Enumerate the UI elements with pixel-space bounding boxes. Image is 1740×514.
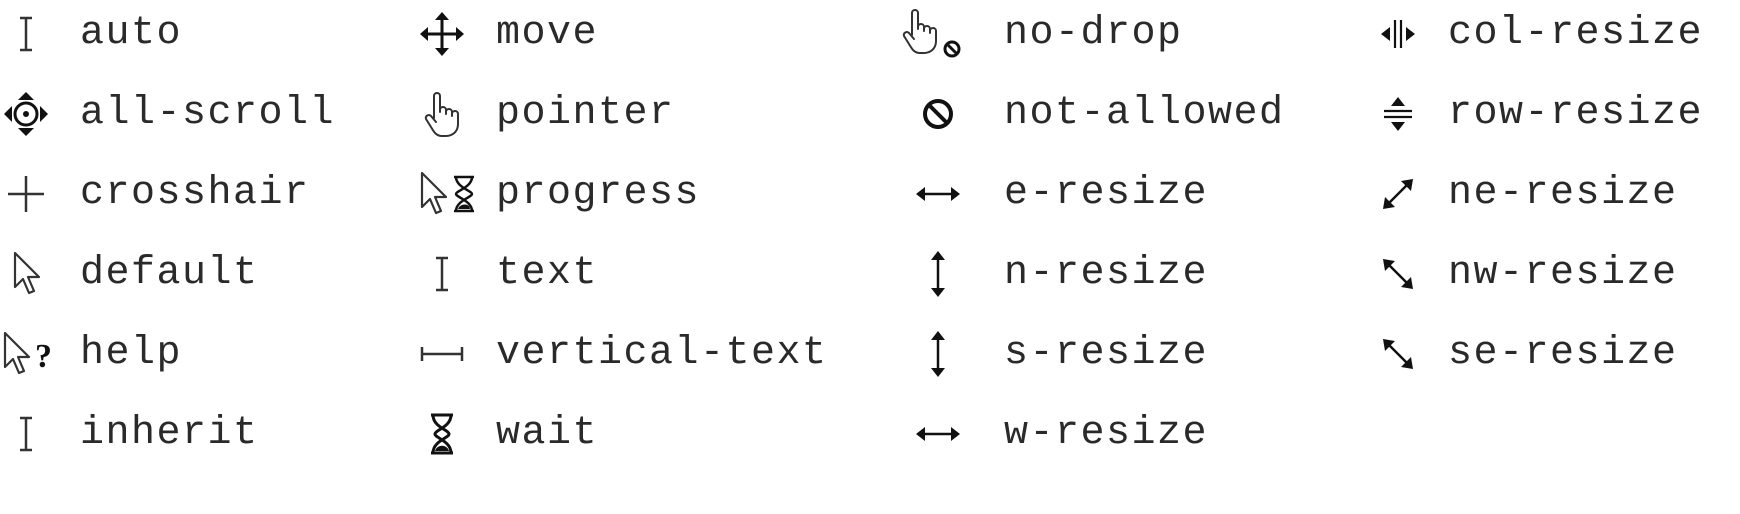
cursor-label: n-resize bbox=[1004, 251, 1209, 296]
hand-no-drop-icon bbox=[898, 4, 964, 64]
vertical-text-icon bbox=[416, 324, 468, 384]
cursor-label: crosshair bbox=[80, 171, 310, 216]
cursor-label: no-drop bbox=[1004, 11, 1183, 56]
cursor-label: not-allowed bbox=[1004, 91, 1285, 136]
crosshair-icon bbox=[0, 164, 52, 224]
help-arrow-icon: ? bbox=[0, 324, 60, 384]
row-resize-icon bbox=[1372, 84, 1424, 144]
hand-pointer-icon bbox=[416, 84, 468, 144]
col-resize-icon bbox=[1372, 4, 1424, 64]
horizontal-resize-icon bbox=[912, 404, 964, 464]
arrow-hourglass-icon bbox=[416, 164, 480, 224]
cursor-label: col-resize bbox=[1448, 11, 1704, 56]
cursor-label: nw-resize bbox=[1448, 251, 1678, 296]
vertical-resize-icon bbox=[912, 324, 964, 384]
horizontal-resize-icon bbox=[912, 164, 964, 224]
cursor-label: vertical-text bbox=[496, 331, 828, 376]
cursor-label: e-resize bbox=[1004, 171, 1209, 216]
diagonal-nw-resize-icon bbox=[1372, 324, 1424, 384]
move-icon bbox=[416, 4, 468, 64]
diagonal-nw-resize-icon bbox=[1372, 244, 1424, 304]
cursor-label: move bbox=[496, 11, 599, 56]
cursor-label: row-resize bbox=[1448, 91, 1704, 136]
svg-text:?: ? bbox=[35, 338, 52, 375]
cursor-label: help bbox=[80, 331, 183, 376]
cursor-label: se-resize bbox=[1448, 331, 1678, 376]
vertical-resize-icon bbox=[912, 244, 964, 304]
cursor-label: inherit bbox=[80, 411, 259, 456]
cursor-label: wait bbox=[496, 411, 599, 456]
cursor-label: ne-resize bbox=[1448, 171, 1678, 216]
diagonal-ne-resize-icon bbox=[1372, 164, 1424, 224]
text-ibeam-icon bbox=[416, 244, 468, 304]
text-ibeam-icon bbox=[0, 4, 52, 64]
not-allowed-icon bbox=[912, 84, 964, 144]
hourglass-icon bbox=[416, 404, 468, 464]
cursor-label: s-resize bbox=[1004, 331, 1209, 376]
text-ibeam-icon bbox=[0, 404, 52, 464]
cursor-label: text bbox=[496, 251, 599, 296]
all-scroll-icon bbox=[0, 84, 52, 144]
cursor-label: all-scroll bbox=[80, 91, 336, 136]
arrow-pointer-icon bbox=[0, 244, 52, 304]
cursor-label: w-resize bbox=[1004, 411, 1209, 456]
cursor-label: pointer bbox=[496, 91, 675, 136]
cursor-label: default bbox=[80, 251, 259, 296]
cursor-label: auto bbox=[80, 11, 183, 56]
cursor-label: progress bbox=[496, 171, 701, 216]
